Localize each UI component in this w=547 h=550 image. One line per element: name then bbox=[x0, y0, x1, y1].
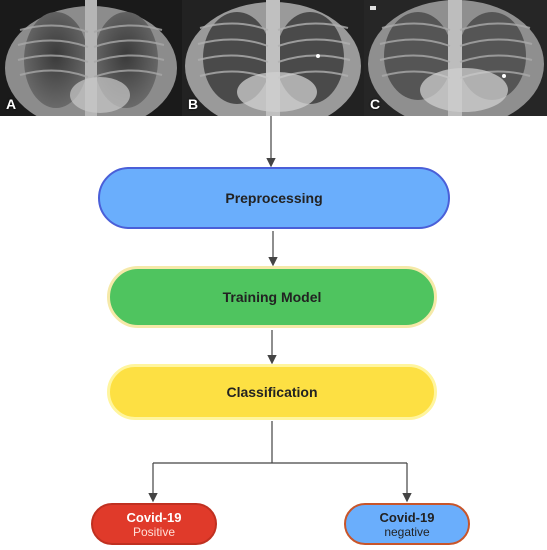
xray-image-c: C bbox=[364, 0, 547, 116]
covid-positive-node: Covid-19 Positive bbox=[91, 503, 217, 545]
positive-title: Covid-19 bbox=[126, 509, 182, 525]
negative-subtitle: negative bbox=[384, 524, 430, 539]
preprocessing-node: Preprocessing bbox=[98, 167, 450, 229]
classification-label: Classification bbox=[226, 384, 318, 400]
xray-c-graphic bbox=[364, 0, 547, 116]
positive-subtitle: Positive bbox=[132, 524, 176, 539]
panel-letter-b: B bbox=[188, 96, 199, 112]
classification-node: Classification bbox=[107, 364, 437, 420]
panel-letter-c: C bbox=[370, 96, 381, 112]
preprocessing-label: Preprocessing bbox=[225, 190, 323, 206]
xray-image-a: A bbox=[0, 0, 182, 116]
training-model-label: Training Model bbox=[222, 289, 322, 305]
covid-negative-node: Covid-19 negative bbox=[344, 503, 470, 545]
panel-letter-a: A bbox=[6, 96, 17, 112]
xray-b-graphic bbox=[182, 0, 364, 116]
xray-a-graphic bbox=[0, 0, 182, 116]
training-model-node: Training Model bbox=[107, 266, 437, 328]
negative-title: Covid-19 bbox=[379, 509, 435, 525]
xray-image-b: B bbox=[182, 0, 364, 116]
